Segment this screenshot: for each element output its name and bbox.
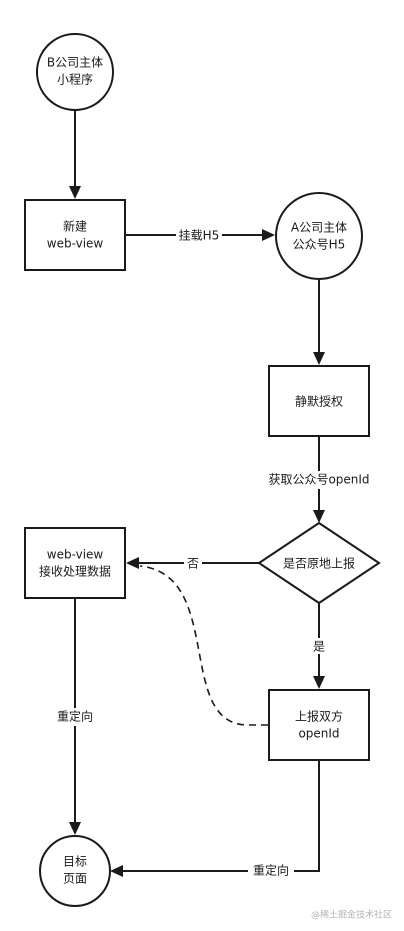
edge-label-redirect-bottom: 重定向 <box>253 863 289 878</box>
arrow-head-icon <box>110 865 123 877</box>
node-report-openid <box>268 689 370 761</box>
arrow-head-icon <box>313 676 325 689</box>
edge-label-yes: 是 <box>313 640 325 654</box>
arrow-head-icon <box>313 510 325 523</box>
arrow-head-icon <box>69 822 81 835</box>
node-webview-process <box>24 527 126 599</box>
edge-label-mount-h5: 挂载H5 <box>179 229 220 243</box>
node-silent-auth-line-1: 静默授权 <box>295 394 343 409</box>
node-webview-process-line-2: 接收处理数据 <box>39 564 111 579</box>
arrow-head-icon <box>69 186 81 199</box>
node-a-official-h5 <box>275 192 363 280</box>
node-new-webview <box>24 199 126 271</box>
node-target-page-line-1: 目标 <box>63 855 87 869</box>
edge-label-redirect-left: 重定向 <box>57 709 93 724</box>
node-b-mini-program-line-1: B公司主体 <box>47 56 103 70</box>
node-silent-auth <box>268 365 370 437</box>
arrow-head-icon <box>313 352 325 365</box>
node-decision-in-place <box>257 521 381 605</box>
watermark-text: @稀土掘金技术社区 <box>311 909 392 921</box>
edge-label-get-openid: 获取公众号openId <box>268 473 369 487</box>
node-webview-process-line-1: web-view <box>47 548 104 562</box>
node-new-webview-line-2: web-view <box>47 237 104 251</box>
node-decision-in-place-line-1: 是否原地上报 <box>283 556 355 571</box>
edge-label-no: 否 <box>187 557 199 571</box>
node-report-openid-line-2: openId <box>298 727 339 741</box>
node-target-page-line-2: 页面 <box>63 872 87 886</box>
edge-report-to-target <box>120 760 320 872</box>
node-b-mini-program <box>36 33 114 111</box>
node-a-official-h5-line-1: A公司主体 <box>291 221 347 235</box>
edge-report-to-webview-dashed <box>139 565 268 726</box>
arrow-head-icon <box>262 229 275 241</box>
node-target-page <box>39 835 111 907</box>
arrow-head-icon <box>126 557 139 569</box>
node-b-mini-program-line-2: 小程序 <box>57 72 93 87</box>
node-report-openid-line-1: 上报双方 <box>295 709 343 724</box>
node-new-webview-line-1: 新建 <box>63 219 87 234</box>
node-a-official-h5-line-2: 公众号H5 <box>293 238 346 252</box>
